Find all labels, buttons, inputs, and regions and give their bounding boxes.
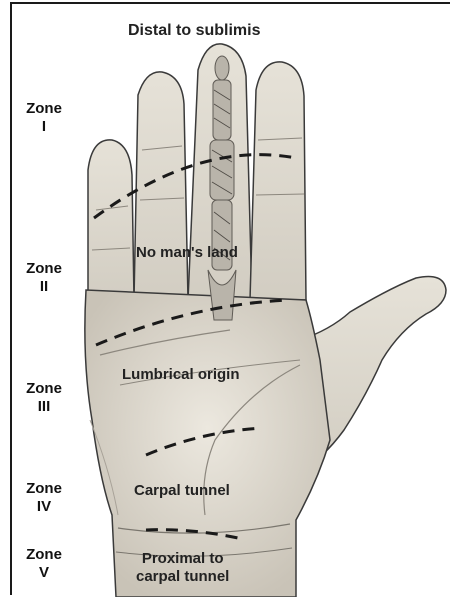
proximal-line-1: Proximal to xyxy=(136,550,229,568)
index-finger xyxy=(250,62,306,300)
zone-label-2: Zone II xyxy=(14,260,74,296)
zone-label-word: Zone xyxy=(14,260,74,278)
zone-label-word: Zone xyxy=(14,100,74,118)
zone-label-numeral: II xyxy=(14,278,74,296)
zone-label-numeral: I xyxy=(14,118,74,136)
zone-label-4: Zone IV xyxy=(14,480,74,516)
zone-label-numeral: III xyxy=(14,398,74,416)
proximal-line-2: carpal tunnel xyxy=(136,568,229,586)
zone-label-3: Zone III xyxy=(14,380,74,416)
zone-label-5: Zone V xyxy=(14,546,74,582)
little-finger xyxy=(88,140,134,300)
region-label-lumbrical-origin: Lumbrical origin xyxy=(122,366,240,384)
ring-finger xyxy=(134,72,188,300)
region-label-carpal-tunnel: Carpal tunnel xyxy=(134,482,230,500)
zone-label-word: Zone xyxy=(14,480,74,498)
zone-label-1: Zone I xyxy=(14,100,74,136)
zone-label-numeral: V xyxy=(14,564,74,582)
page-title: Distal to sublimis xyxy=(128,22,260,40)
region-label-proximal-to-carpal-tunnel: Proximal to carpal tunnel xyxy=(136,550,229,586)
zone-label-numeral: IV xyxy=(14,498,74,516)
region-label-no-mans-land: No man's land xyxy=(136,244,238,262)
zone-label-word: Zone xyxy=(14,546,74,564)
zone-label-word: Zone xyxy=(14,380,74,398)
